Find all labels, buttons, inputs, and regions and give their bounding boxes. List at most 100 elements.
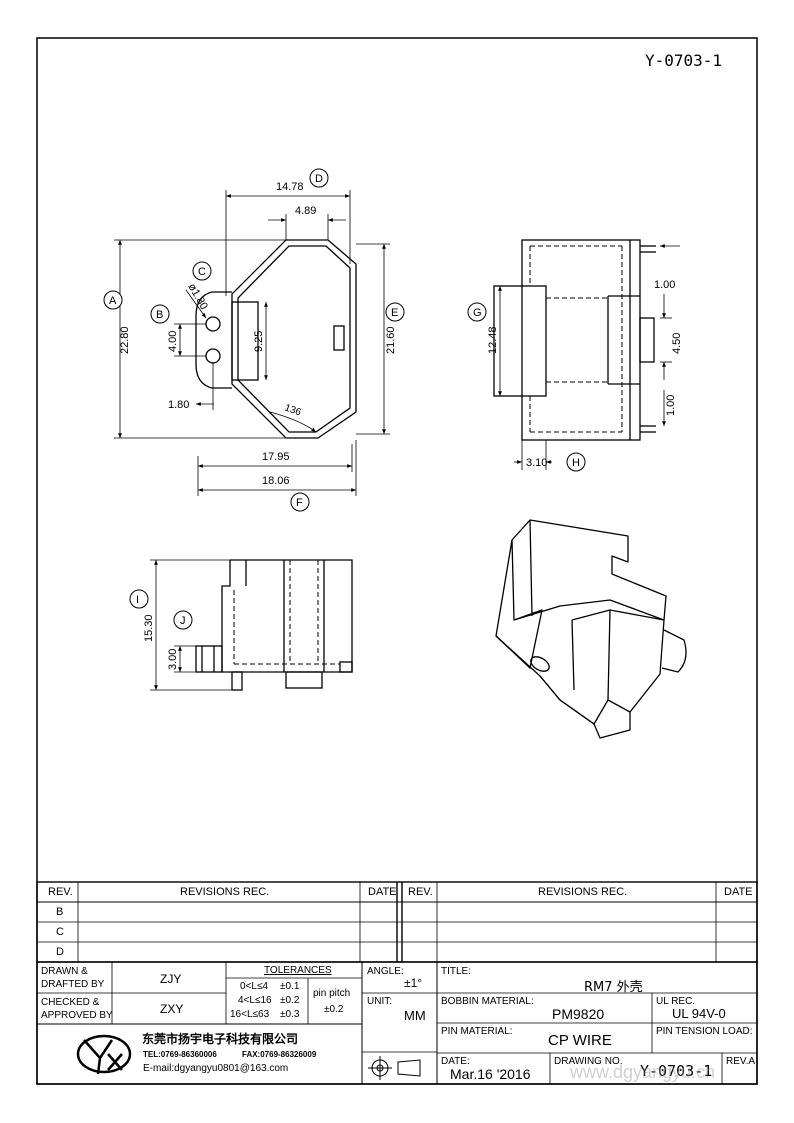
tol-value-3: ±0.3 — [280, 1009, 300, 1020]
rev-right-header-rev: REV. — [408, 886, 433, 898]
dim-side-width: 3.10 — [526, 457, 547, 469]
date-label: DATE: — [441, 1056, 470, 1067]
rev-left-header-rec: REVISIONS REC. — [180, 886, 270, 898]
dim-side-g: 12.48 — [487, 326, 499, 354]
rev-row-b: B — [56, 906, 64, 918]
callout-letters: D C A B E F G H I J — [109, 173, 580, 627]
company-name: 东莞市扬宇电子科技有限公司 — [142, 1032, 299, 1046]
side-view-hidden — [529, 245, 623, 433]
callout-j: J — [180, 615, 186, 627]
dim-side-bottom-gap: 1.00 — [665, 395, 677, 416]
tol-range-1: 0<L≤4 — [240, 981, 269, 992]
dim-top-flat: 4.89 — [295, 205, 316, 217]
callout-d: D — [315, 173, 323, 185]
watermark: www.dgyangyu.cn — [570, 1062, 716, 1082]
drawn-value: ZJY — [160, 972, 182, 986]
callout-c: C — [198, 266, 206, 278]
company-tel: TEL:0769-86360006 — [143, 1050, 217, 1059]
rev-right-header-rec: REVISIONS REC. — [538, 886, 628, 898]
rev-row-d: D — [56, 946, 64, 958]
front-view — [195, 559, 353, 691]
callout-g: G — [473, 307, 482, 319]
rev-left-header-rev: REV. — [48, 886, 73, 898]
angle-value: ±1° — [404, 976, 423, 990]
pin-hole-1 — [205, 316, 221, 332]
top-view — [195, 239, 357, 439]
side-view-tab — [639, 317, 655, 363]
top-view-labels: 14.78 4.89 22.80 4.00 9.25 21.60 ø1.80 1… — [119, 181, 397, 487]
callout-i: I — [136, 594, 139, 606]
callouts — [103, 168, 586, 630]
side-view-dims — [498, 244, 680, 470]
tol-range-2: 4<L≤16 — [238, 995, 272, 1006]
iso-pin-tab — [661, 629, 687, 673]
dim-left-height: 22.80 — [119, 326, 131, 354]
pin-pitch-label: pin pitch — [313, 988, 351, 999]
iso-pin-hole — [530, 656, 550, 672]
pin-material-value: CP WIRE — [548, 1032, 612, 1049]
front-view-hidden — [233, 560, 340, 665]
window-slot — [231, 301, 259, 381]
rev-row-c: C — [56, 926, 64, 938]
dim-top-width: 14.78 — [276, 181, 304, 193]
checked-label: CHECKED & APPROVED BY — [41, 997, 113, 1021]
bobbin-label: BOBBIN MATERIAL: — [441, 996, 534, 1007]
rev-label: REV.A — [726, 1056, 756, 1067]
dim-hole-dia: ø1.80 — [185, 282, 209, 312]
front-view-labels: 15.30 3.00 — [143, 614, 179, 670]
pin-hole-2 — [205, 348, 221, 364]
top-view-dims — [114, 190, 390, 496]
iso-right-wall — [607, 609, 665, 713]
iso-back-wall — [511, 519, 667, 621]
angle-label: ANGLE: — [367, 966, 404, 977]
drawing-no-label: DRAWING NO. — [554, 1056, 623, 1067]
title-label: TITLE: — [441, 966, 472, 977]
tolerances-label: TOLERANCES — [264, 965, 332, 976]
iso-front-wall — [539, 609, 611, 725]
front-view-outline — [221, 559, 353, 673]
dim-slot-height: 9.25 — [253, 331, 265, 352]
callout-a: A — [109, 295, 117, 307]
dim-front-pin: 3.00 — [167, 649, 179, 670]
pin-pitch-value: ±0.2 — [324, 1004, 344, 1015]
unit-value: MM — [404, 1008, 426, 1023]
dim-bottom-outer: 18.06 — [262, 475, 290, 487]
isometric-view — [495, 519, 687, 739]
pin-material-label: PIN MATERIAL: — [441, 1026, 513, 1037]
front-view-dims — [150, 559, 232, 691]
dim-side-tab: 4.50 — [671, 333, 683, 354]
company-fax: FAX:0769-86326009 — [242, 1050, 317, 1059]
dim-side-top-gap: 1.00 — [654, 279, 675, 291]
side-view-block — [493, 285, 547, 397]
bobbin-value: PM9820 — [552, 1006, 605, 1022]
callout-h: H — [572, 457, 580, 469]
title-value: RM7 外壳 — [584, 980, 643, 995]
company-logo — [76, 1034, 132, 1075]
front-right-foot — [285, 671, 323, 689]
checked-value: ZXY — [160, 1002, 184, 1016]
pin-boss — [195, 291, 232, 389]
iso-left-wall — [495, 539, 543, 669]
drawing-code: Y-0703-1 — [645, 51, 722, 70]
pin-tension-label: PIN TENSION LOAD: — [656, 1026, 753, 1037]
dim-pin-spacing: 4.00 — [167, 331, 179, 352]
company-email: E-mail:dgyangyu0801@163.com — [143, 1063, 289, 1074]
title-block-grid — [36, 961, 758, 1085]
date-value: Mar.16 '2016 — [450, 1066, 531, 1082]
tol-value-1: ±0.1 — [280, 981, 300, 992]
dim-chamfer: 136 — [283, 402, 303, 418]
dim-pin-offset: 1.80 — [168, 399, 189, 411]
drawn-label: DRAWN & DRAFTED BY — [41, 966, 105, 990]
tol-value-2: ±0.2 — [280, 995, 300, 1006]
unit-label: UNIT: — [367, 996, 392, 1007]
projection-symbol-icon — [368, 1056, 421, 1080]
side-view — [493, 239, 656, 441]
tab-slot — [333, 325, 345, 351]
revisions-table — [36, 881, 758, 963]
iso-base — [495, 635, 631, 739]
tol-range-3: 16<L≤63 — [230, 1009, 270, 1020]
dim-right-height: 21.60 — [385, 326, 397, 354]
callout-b: B — [156, 309, 163, 321]
front-left-foot — [231, 671, 243, 691]
